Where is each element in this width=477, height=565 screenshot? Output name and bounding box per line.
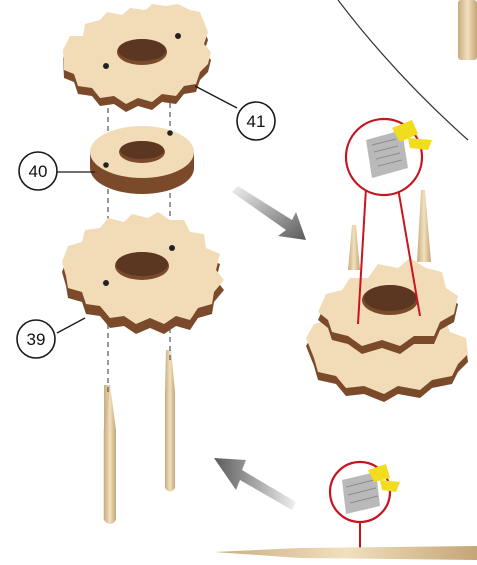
callout-40: 40 <box>19 152 57 190</box>
arrow-down-right-icon <box>232 186 306 240</box>
ring-40 <box>90 126 194 194</box>
assembled-stack <box>306 258 468 402</box>
gear-41 <box>63 4 211 112</box>
gear-39 <box>62 212 224 334</box>
dowel-left <box>104 385 116 524</box>
callout-39-label: 39 <box>27 330 46 349</box>
callout-40-label: 40 <box>29 162 48 181</box>
dowel-right <box>165 350 175 492</box>
callout-39: 39 <box>17 320 55 358</box>
dowel-corner <box>458 0 477 60</box>
assembled-dowels <box>348 190 431 270</box>
arrow-left-icon <box>214 458 296 510</box>
callout-41: 41 <box>237 102 275 140</box>
background-curve <box>338 0 468 140</box>
dowel-horizontal <box>214 546 477 560</box>
callout-41-label: 41 <box>247 112 266 131</box>
